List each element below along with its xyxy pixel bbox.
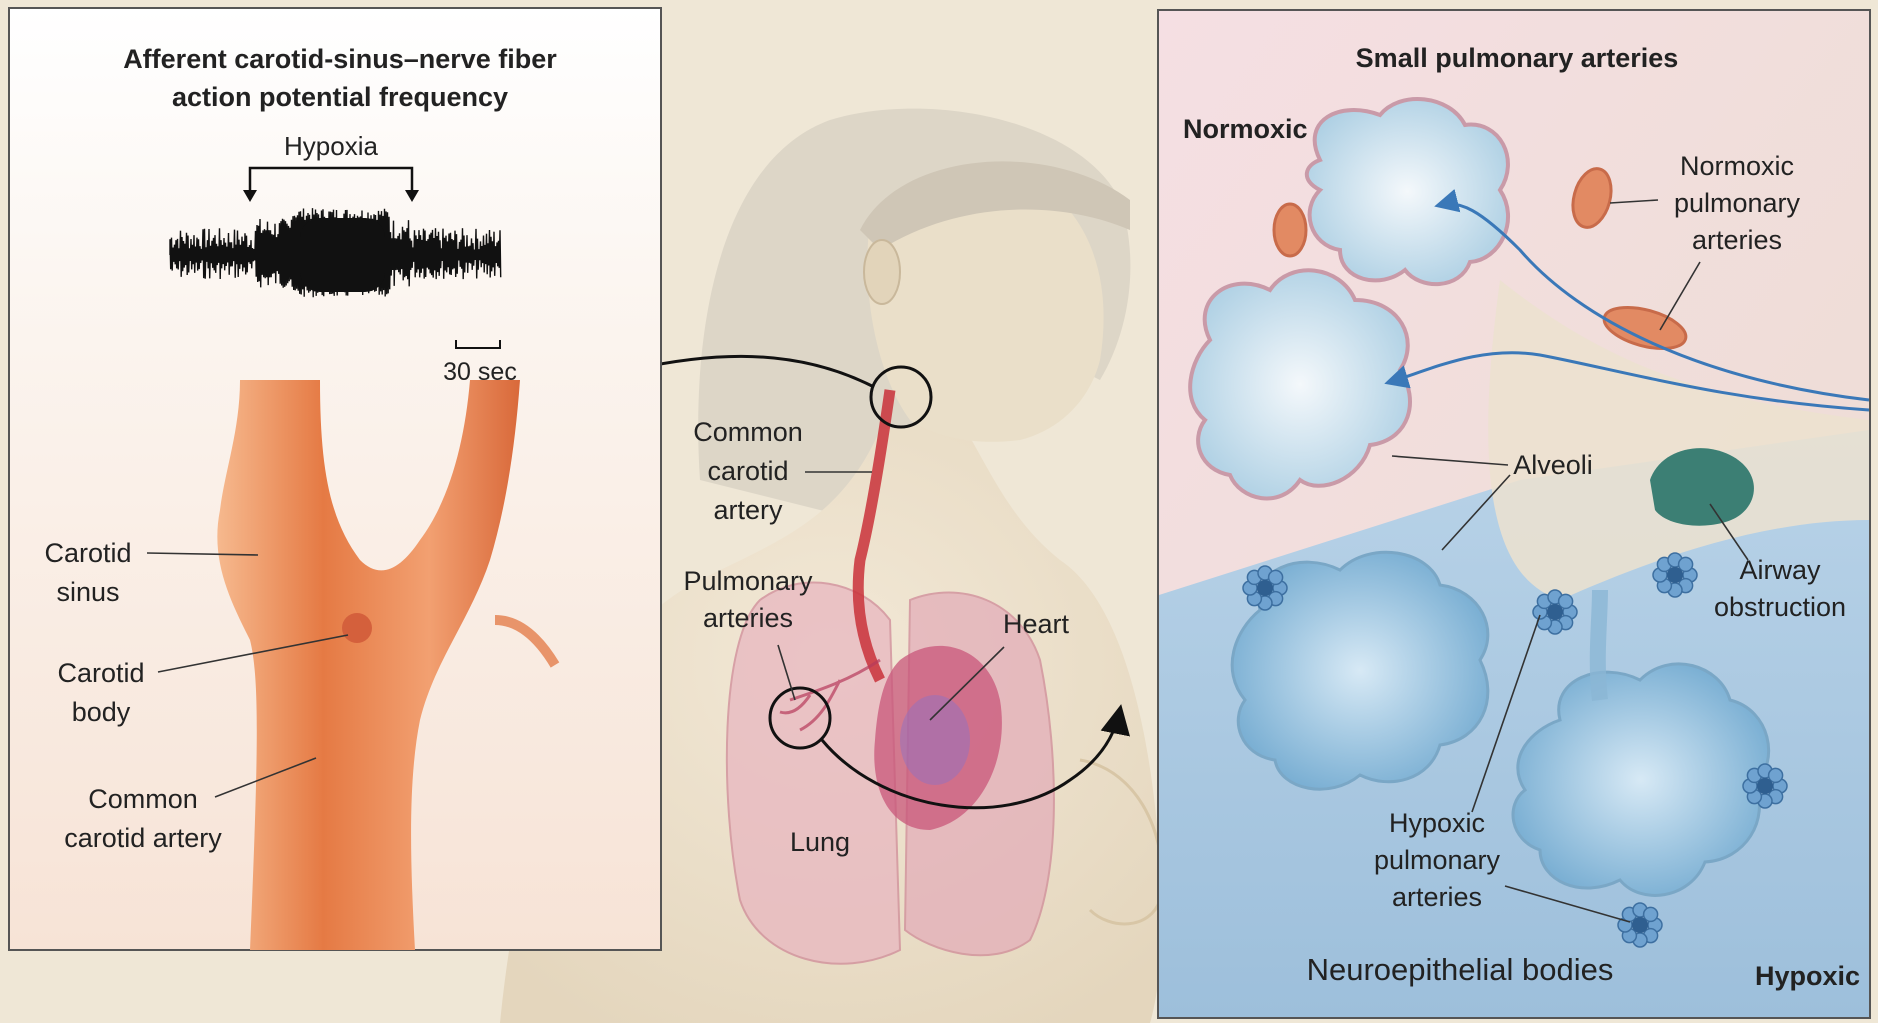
center-common-carotid-label-1: Common xyxy=(693,417,803,447)
hypoxic-arteries-label-1: Hypoxic xyxy=(1389,808,1485,838)
heart-label: Heart xyxy=(1003,609,1070,639)
neuroepithelial-body xyxy=(1653,553,1697,597)
normoxic-arteries-label-3: arteries xyxy=(1692,225,1782,255)
carotid-sinus-label-2: sinus xyxy=(56,577,119,607)
normoxic-region-label: Normoxic xyxy=(1183,114,1308,144)
neuroepithelial-body xyxy=(1533,590,1577,634)
lung-label: Lung xyxy=(790,827,850,857)
airway-duct-hypoxic xyxy=(1598,590,1600,700)
normoxic-arteries-label-2: pulmonary xyxy=(1674,188,1801,218)
ear-illustration xyxy=(864,240,900,304)
center-common-carotid-label-2: carotid xyxy=(707,456,788,486)
pulmonary-panel-title: Small pulmonary arteries xyxy=(1356,43,1679,73)
carotid-sinus-label-1: Carotid xyxy=(44,538,131,568)
lung-left-illustration xyxy=(727,583,900,964)
hypoxia-label: Hypoxia xyxy=(284,131,378,161)
carotid-panel-title-line2: action potential frequency xyxy=(172,82,508,112)
alveoli-label: Alveoli xyxy=(1513,450,1593,480)
common-carotid-artery-label-2: carotid artery xyxy=(64,823,222,853)
neuroepithelial-bodies-label: Neuroepithelial bodies xyxy=(1307,952,1614,987)
airway-obstruction-label-2: obstruction xyxy=(1714,592,1846,622)
normoxic-arteries-label-1: Normoxic xyxy=(1680,151,1794,181)
pulmonary-panel: Small pulmonary arteries Normoxic Hypoxi… xyxy=(1158,10,1870,1018)
pulmonary-arteries-label-2: arteries xyxy=(703,603,793,633)
carotid-panel-title-line1: Afferent carotid-sinus–nerve fiber xyxy=(123,44,557,74)
center-common-carotid-label-3: artery xyxy=(713,495,783,525)
carotid-body-illustration xyxy=(342,613,372,643)
carotid-body-label-2: body xyxy=(72,697,131,727)
carotid-panel: Afferent carotid-sinus–nerve fiber actio… xyxy=(9,8,661,950)
neuroepithelial-body xyxy=(1743,764,1787,808)
neuroepithelial-body xyxy=(1243,566,1287,610)
normoxic-artery-1 xyxy=(1274,204,1306,256)
common-carotid-artery-label-1: Common xyxy=(88,784,198,814)
action-potential-burst xyxy=(300,218,385,292)
hypoxic-arteries-label-2: pulmonary xyxy=(1374,845,1501,875)
carotid-body-label-1: Carotid xyxy=(57,658,144,688)
pulmonary-arteries-label-1: Pulmonary xyxy=(683,566,813,596)
neuroepithelial-body xyxy=(1618,903,1662,947)
hypoxic-arteries-label-3: arteries xyxy=(1392,882,1482,912)
airway-obstruction-label-1: Airway xyxy=(1739,555,1821,585)
hypoxic-region-label: Hypoxic xyxy=(1755,961,1860,991)
